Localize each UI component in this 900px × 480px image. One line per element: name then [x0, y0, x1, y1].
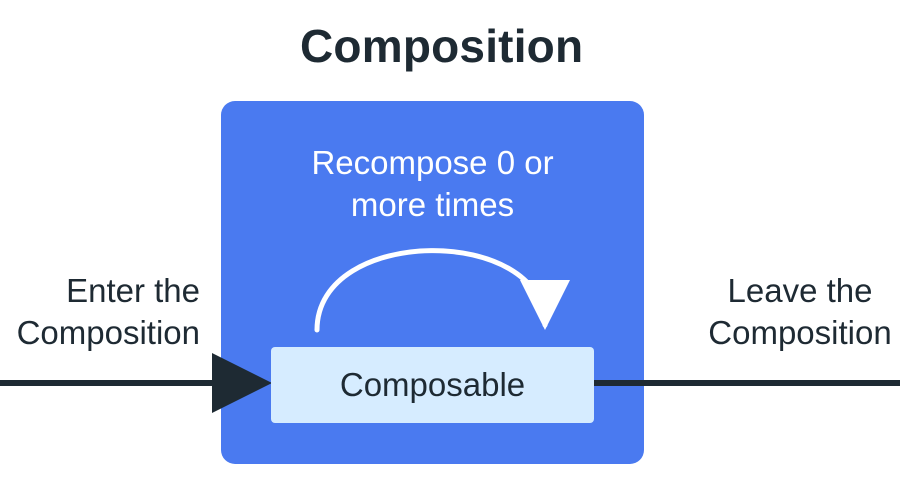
leave-line-2: Composition — [708, 314, 892, 351]
composable-label: Composable — [339, 366, 526, 403]
leave-line-1: Leave the — [727, 272, 873, 309]
enter-line-1: Enter the — [66, 272, 200, 309]
composable-box: Composable — [271, 347, 594, 423]
enter-composition-label: Enter the Composition — [0, 270, 200, 354]
leave-composition-label: Leave the Composition — [690, 270, 900, 354]
recompose-label: Recompose 0 or more times — [311, 144, 554, 223]
diagram-title: Composition — [300, 20, 584, 72]
enter-line-2: Composition — [16, 314, 200, 351]
